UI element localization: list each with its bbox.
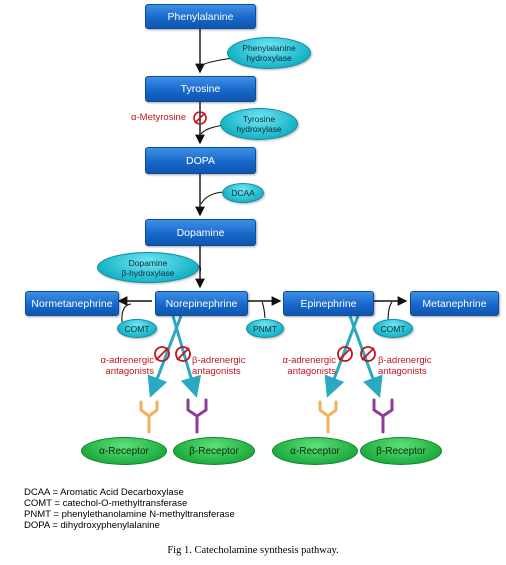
- enzyme-tyr-hydroxylase-line2: hydroxylase: [236, 124, 282, 134]
- legend-dcaa: DCAA = Aromatic Acid Decarboxylase: [24, 487, 184, 498]
- node-dopamine: Dopamine: [145, 219, 256, 246]
- figure-caption: Fig 1. Catecholamine synthesis pathway.: [167, 545, 339, 556]
- alpha-receptor-left-icon: [139, 400, 159, 434]
- enzyme-tyr-hydroxylase-line1: Tyrosine: [242, 114, 276, 124]
- node-phenylalanine: Phenylalanine: [145, 4, 256, 29]
- enzyme-comt-left: COMT: [117, 319, 157, 338]
- receptor-beta-left: β-Receptor: [173, 437, 255, 465]
- label-beta-antagonists-left-line1: β-adrenergic: [192, 355, 246, 366]
- beta-receptor-left-icon: [186, 398, 208, 434]
- alpha-antagonist-left-inhibit-icon: [154, 346, 170, 362]
- node-tyrosine: Tyrosine: [145, 76, 256, 102]
- label-beta-antagonists-left-line2: antagonists: [192, 366, 241, 377]
- enzyme-dbh-line1: Dopamine: [128, 257, 168, 268]
- label-beta-antagonists-left: β-adrenergic antagonists: [192, 355, 258, 377]
- label-alpha-antagonists-right-line1: α-adrenergic: [282, 355, 336, 366]
- node-epinephrine: Epinephrine: [283, 291, 374, 316]
- beta-antagonist-left-inhibit-icon: [175, 346, 191, 362]
- node-normetanephrine: Normetanephrine: [25, 291, 119, 316]
- label-alpha-antagonists-left-line2: antagonists: [105, 366, 154, 377]
- receptor-alpha-right: α-Receptor: [272, 437, 358, 465]
- metyrosine-inhibit-icon: [193, 111, 207, 125]
- enzyme-phe-hydroxylase-line2: hydroxylase: [246, 53, 292, 63]
- enzyme-dcaa: DCAA: [222, 183, 264, 203]
- label-beta-antagonists-right-line2: antagonists: [378, 366, 427, 377]
- receptor-beta-right: β-Receptor: [360, 437, 442, 465]
- label-alpha-antagonists-left: α-adrenergic antagonists: [92, 355, 154, 377]
- node-dopa: DOPA: [145, 147, 256, 174]
- label-beta-antagonists-right: β-adrenergic antagonists: [378, 355, 444, 377]
- receptor-alpha-left: α-Receptor: [81, 437, 167, 465]
- label-alpha-antagonists-right: α-adrenergic antagonists: [270, 355, 336, 377]
- label-metyrosine: α-Metyrosine: [131, 112, 187, 123]
- beta-receptor-right-icon: [372, 398, 394, 434]
- enzyme-comt-right: COMT: [373, 319, 413, 338]
- enzyme-phe-hydroxylase-line1: Phenylalanine: [242, 43, 296, 53]
- legend-pnmt: PNMT = phenylethanolamine N-methyltransf…: [24, 509, 235, 520]
- alpha-antagonist-right-inhibit-icon: [337, 346, 353, 362]
- enzyme-dbh-line2: β-hydroxylase: [121, 267, 175, 278]
- abbreviation-legend: DCAA = Aromatic Acid Decarboxylase COMT …: [24, 487, 235, 531]
- alpha-receptor-right-icon: [318, 400, 338, 434]
- enzyme-pnmt: PNMT: [246, 319, 284, 338]
- label-beta-antagonists-right-line1: β-adrenergic: [378, 355, 432, 366]
- node-metanephrine: Metanephrine: [410, 291, 499, 316]
- legend-dopa: DOPA = dihydroxyphenylalanine: [24, 520, 160, 531]
- node-norepinephrine: Norepinephrine: [155, 291, 248, 316]
- label-alpha-antagonists-right-line2: antagonists: [287, 366, 336, 377]
- legend-comt: COMT = catechol-O-methyltransferase: [24, 498, 188, 509]
- beta-antagonist-right-inhibit-icon: [360, 346, 376, 362]
- label-alpha-antagonists-left-line1: α-adrenergic: [100, 355, 154, 366]
